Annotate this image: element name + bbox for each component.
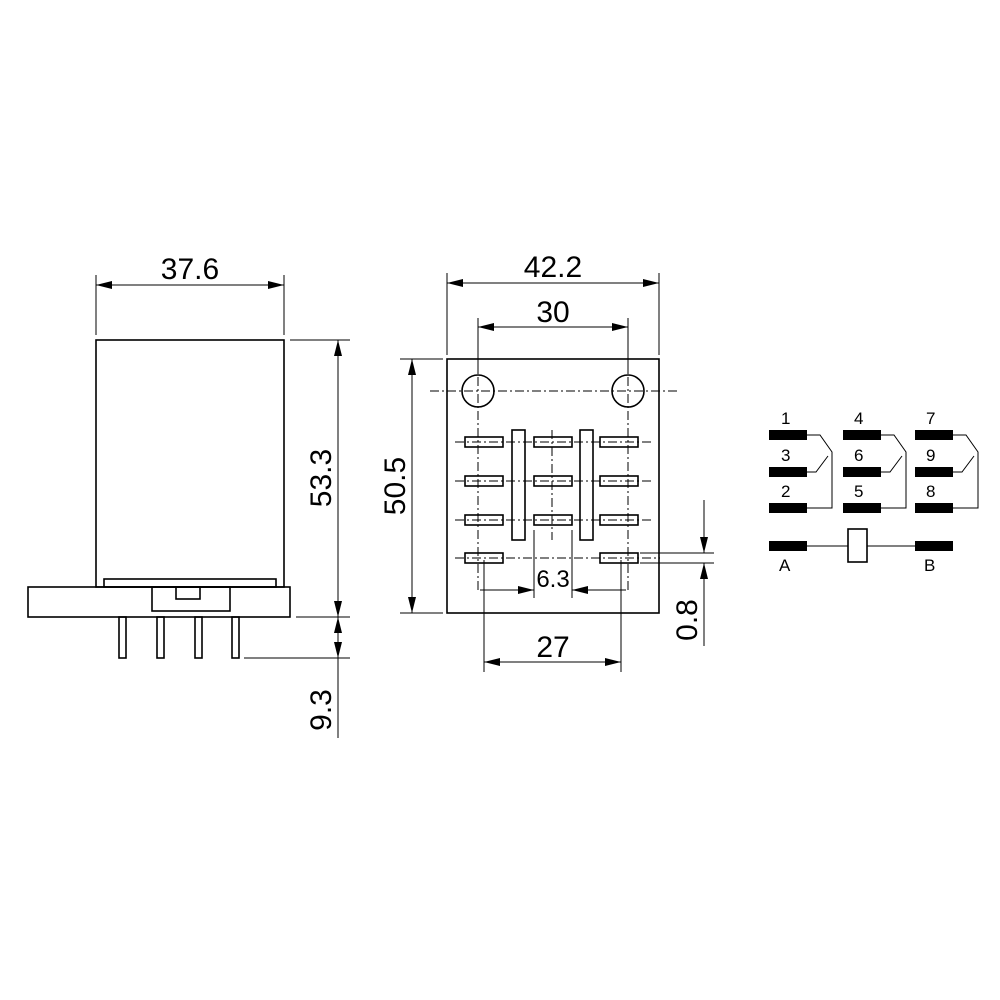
coil-terminal-label: B <box>924 556 935 575</box>
side-height-label: 53.3 <box>305 449 338 507</box>
pin-slot <box>533 436 573 448</box>
cover-lip <box>103 578 277 588</box>
relay-base <box>27 586 291 618</box>
bottom-width-label: 42.2 <box>524 251 582 284</box>
pin-slot <box>599 436 639 448</box>
pin-slot <box>464 436 504 448</box>
hole-spacing-label: 30 <box>536 296 569 329</box>
side-pins <box>118 616 240 659</box>
pin-slot <box>599 552 639 564</box>
relay-cover <box>95 339 285 588</box>
base-notch-inner <box>175 586 201 600</box>
pin-label: 4 <box>854 409 863 428</box>
side-pin <box>231 616 240 659</box>
centerlines <box>430 360 678 590</box>
bottom-view: 42.2 30 50.5 6.3 27 0.8 <box>379 251 714 672</box>
pin-slot <box>599 514 639 526</box>
pin-label: 9 <box>926 446 935 465</box>
pin-slot <box>533 475 573 487</box>
pin-slot <box>599 475 639 487</box>
separator-rib <box>511 429 526 541</box>
contact-group-3: 7 9 8 <box>915 409 979 513</box>
contact-group-2: 4 6 5 <box>843 409 907 513</box>
side-width-label: 37.6 <box>161 253 219 286</box>
pin-label: 3 <box>781 446 790 465</box>
pin-slot <box>533 514 573 526</box>
coil-terminal-label: A <box>779 556 791 575</box>
side-pin <box>194 616 203 659</box>
pin-pitch-label: 6.3 <box>536 566 569 593</box>
pin-label: 8 <box>926 482 935 501</box>
coil-symbol <box>847 528 868 563</box>
pin-label: 7 <box>926 409 935 428</box>
pin-span-label: 27 <box>536 631 569 664</box>
side-view: 37.6 53.3 9.3 <box>27 253 350 738</box>
pin-label: 1 <box>781 409 790 428</box>
side-pin <box>118 616 127 659</box>
pin-label: 2 <box>781 482 790 501</box>
side-pin <box>156 616 165 659</box>
bottom-height-label: 50.5 <box>379 457 412 515</box>
pin-slot <box>464 475 504 487</box>
contact-group-1: 1 3 2 <box>769 409 833 513</box>
pin-length-label: 9.3 <box>305 689 338 731</box>
bottom-plate <box>446 358 660 614</box>
pin-thickness-label: 0.8 <box>671 599 704 641</box>
pin-label: 5 <box>854 482 863 501</box>
separator-rib <box>579 429 594 541</box>
contact-schematic: 1 3 2 4 6 5 7 9 8 <box>769 409 979 575</box>
pin-label: 6 <box>854 446 863 465</box>
coil: A B <box>769 528 953 575</box>
pin-slot <box>464 514 504 526</box>
